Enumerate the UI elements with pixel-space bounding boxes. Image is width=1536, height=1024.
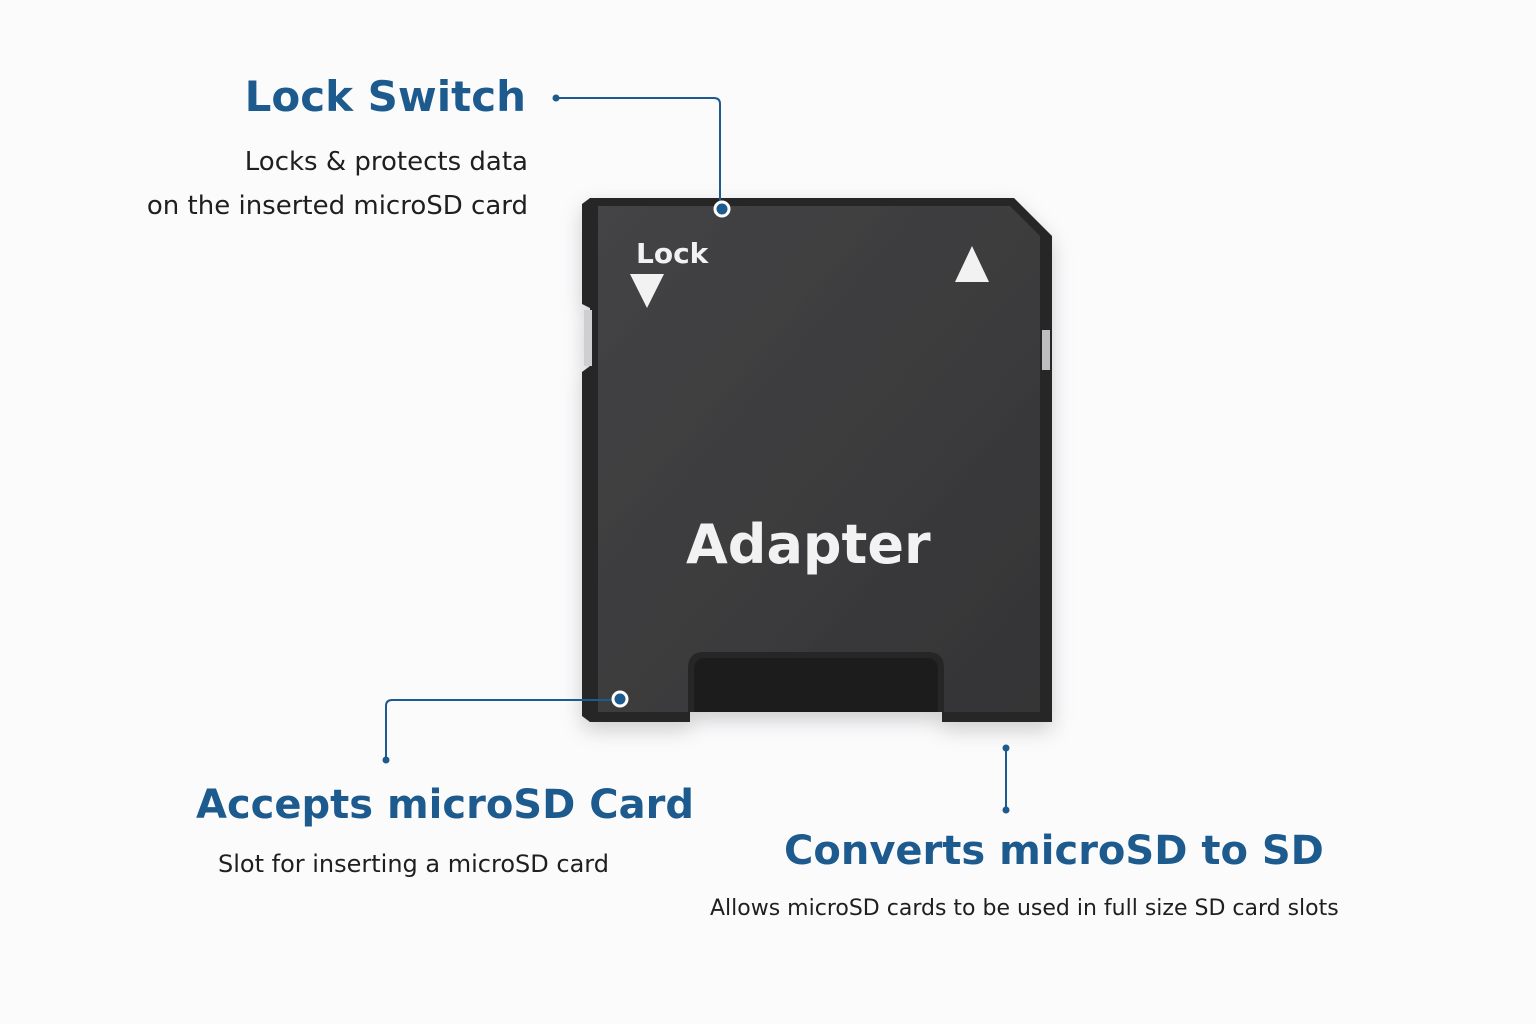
card-body [598,206,1040,712]
dot-lock-start [552,94,560,102]
accepts-microsd-title: Accepts microSD Card [196,782,694,828]
dot-convert-start [1002,744,1010,752]
insert-arrow-up-icon [955,246,989,282]
converts-microsd-title: Converts microSD to SD [784,828,1324,874]
sd-adapter-card: Lock Adapter [582,198,1052,722]
leader-lines [385,97,1007,810]
leader-lock [556,97,721,208]
brand-label: Adapter [686,513,931,576]
dot-convert-end [1002,806,1010,814]
side-notch-right [1042,330,1050,370]
leader-dots [382,94,1010,814]
lock-arrow-down-icon [630,274,664,308]
lock-switch-description: Locks & protects data on the inserted mi… [147,140,528,228]
side-notch-left [584,310,592,366]
lock-desc-line-1: Locks & protects data [244,147,528,177]
accepts-microsd-description: Slot for inserting a microSD card [218,850,609,878]
dot-lock-end [713,200,731,218]
converts-microsd-description: Allows microSD cards to be used in full … [710,896,1339,921]
dot-accept-start [611,690,629,708]
lock-desc-line-2: on the inserted microSD card [146,191,528,221]
lock-label: Lock [636,237,710,270]
lock-switch-title: Lock Switch [244,72,526,121]
microsd-slot [694,658,938,712]
leader-accept [385,699,618,760]
dot-accept-end [382,756,390,764]
